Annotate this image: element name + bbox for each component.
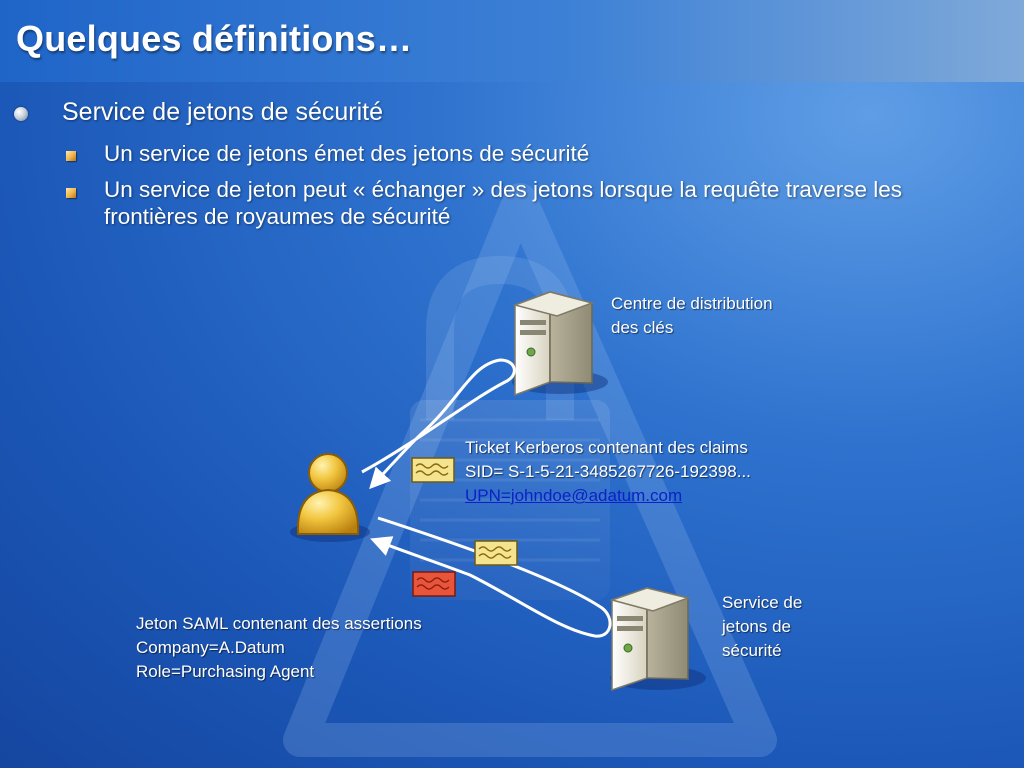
kerberos-request-arrow <box>361 358 516 490</box>
kdc-label-line: des clés <box>611 318 674 337</box>
saml-company-line: Company=A.Datum <box>136 638 285 657</box>
bullet-level2-item: Un service de jetons émet des jetons de … <box>104 141 590 166</box>
sts-server-icon <box>609 586 706 692</box>
sts-label: Service de jetons de sécurité <box>722 591 802 663</box>
saml-role-line: Role=Purchasing Agent <box>136 662 315 681</box>
kdc-label: Centre de distribution des clés <box>611 292 773 340</box>
title-bar: Quelques définitions… <box>0 0 1024 82</box>
slide-title: Quelques définitions… <box>16 18 413 59</box>
upn-link[interactable]: UPN=johndoe@adatum.com <box>465 486 683 505</box>
kerberos-ticket-line: Ticket Kerberos contenant des claims <box>465 438 748 457</box>
sts-label-line: sécurité <box>722 641 782 660</box>
user-icon <box>290 453 370 542</box>
sts-label-line: jetons de <box>722 617 791 636</box>
kdc-server-icon <box>512 290 608 397</box>
kerberos-ticket-icon <box>411 457 455 483</box>
saml-token-label: Jeton SAML contenant des assertions Comp… <box>136 612 422 684</box>
bullet-level1: Service de jetons de sécurité <box>62 98 384 126</box>
round-bullet-icon <box>14 107 28 121</box>
bullet-level2-item: Un service de jeton peut « échanger » de… <box>104 177 902 229</box>
saml-token-line: Jeton SAML contenant des assertions <box>136 614 422 633</box>
sts-label-line: Service de <box>722 593 803 612</box>
square-bullet-icon <box>66 151 76 161</box>
square-bullet-icon <box>66 188 76 198</box>
kerberos-ticket-label: Ticket Kerberos contenant des claims SID… <box>465 436 751 508</box>
kdc-label-line: Centre de distribution <box>611 294 773 313</box>
saml-token-icon <box>412 571 456 597</box>
watermark-padlock-body <box>410 400 610 600</box>
kerberos-ticket-icon <box>474 540 518 566</box>
kerberos-sid-line: SID= S-1-5-21-3485267726-192398... <box>465 462 751 481</box>
